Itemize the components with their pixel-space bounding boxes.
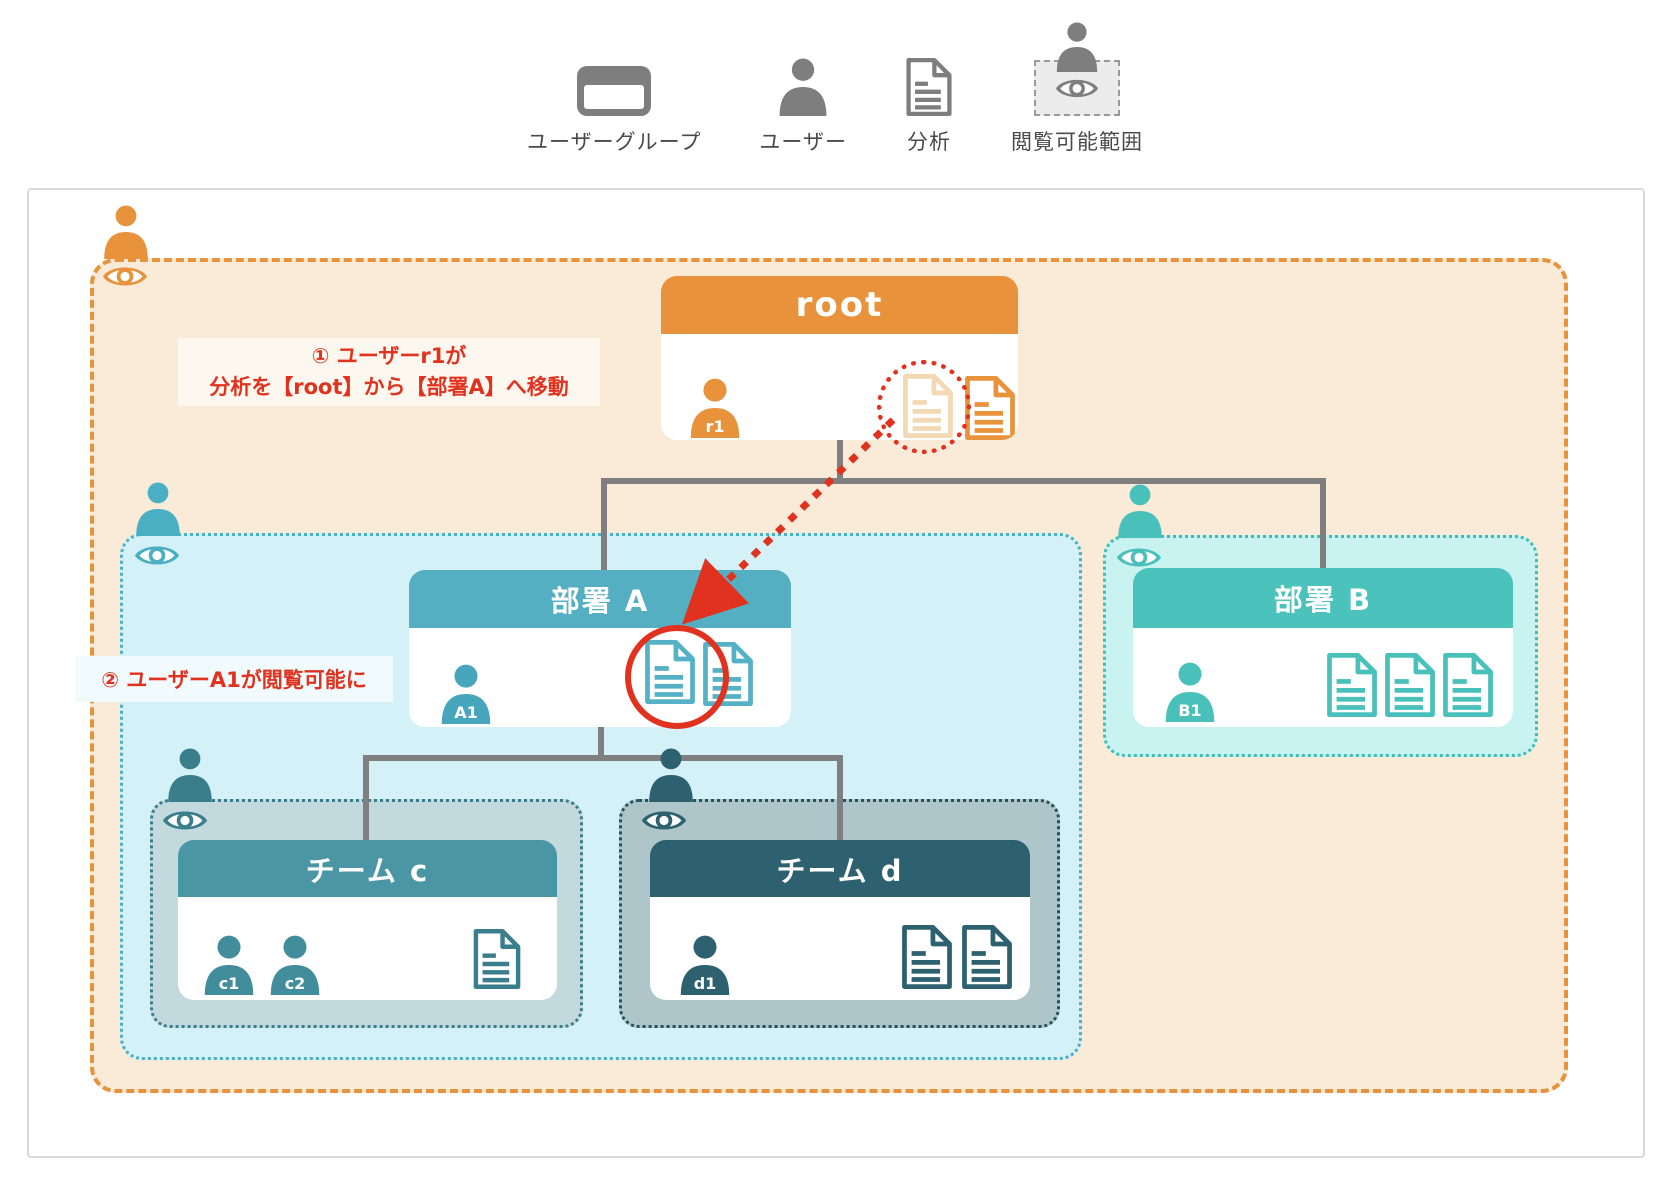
- analysis-doc-icon: [1383, 653, 1437, 717]
- group-body: B1: [1133, 628, 1513, 727]
- user-label: A1: [454, 703, 478, 722]
- team-c-zone-eye-icon: [162, 806, 208, 835]
- connector-dept-a-down: [598, 727, 604, 755]
- eye-icon: [1055, 75, 1099, 102]
- annotation-step1: ① ユーザーr1が 分析を【root】から【部署A】へ移動: [178, 338, 600, 406]
- dept-a-zone-user-icon: [132, 482, 184, 536]
- group-title: 部署 B: [1133, 568, 1513, 628]
- user-label: B1: [1178, 701, 1202, 720]
- group-body: c1 c2: [178, 897, 557, 1000]
- group-title: チーム d: [650, 840, 1030, 897]
- group-card-team-c: チーム c c1 c2: [178, 840, 557, 1000]
- red-dotted-circle-root-doc: [877, 360, 971, 454]
- user-icon: [775, 58, 831, 116]
- user-icon-a1: A1: [437, 664, 495, 724]
- user-icon: [1053, 22, 1101, 72]
- legend-item-user: ユーザー: [759, 58, 847, 156]
- team-d-zone-user-icon: [645, 748, 697, 802]
- analysis-doc-icon: [960, 925, 1014, 989]
- legend-label: ユーザーグループ: [527, 130, 702, 154]
- team-c-zone-user-icon: [164, 748, 216, 802]
- connector-to-dept-b: [1320, 478, 1326, 570]
- dept-b-zone-user-icon: [1114, 484, 1166, 538]
- annotation-step2-text: ② ユーザーA1が閲覧可能に: [101, 668, 367, 692]
- legend-label: 分析: [906, 130, 951, 154]
- user-label: d1: [693, 974, 717, 993]
- move-arrow: [681, 417, 896, 625]
- group-title: チーム c: [178, 840, 557, 897]
- user-icon-r1: r1: [686, 378, 744, 438]
- group-card-dept-b: 部署 B B1: [1133, 568, 1513, 727]
- dept-a-zone-eye-icon: [134, 541, 180, 570]
- connector-to-team-d: [837, 755, 843, 840]
- connector-to-dept-a: [601, 478, 607, 570]
- user-label: c2: [284, 974, 306, 993]
- red-circle-dept-a-doc: [625, 625, 729, 729]
- connector-to-team-c: [363, 755, 369, 840]
- connector-root-down: [837, 440, 843, 478]
- root-zone-eye-icon: [102, 262, 148, 291]
- annotation-step2: ② ユーザーA1が閲覧可能に: [75, 656, 393, 702]
- analysis-doc-icon: [472, 929, 522, 989]
- annotation-step1-line1: ① ユーザーr1が: [311, 344, 467, 368]
- user-label: c1: [218, 974, 240, 993]
- analysis-doc-icon: [900, 925, 954, 989]
- user-icon-b1: B1: [1161, 662, 1219, 722]
- analysis-doc-icon: [1441, 653, 1495, 717]
- group-body: d1: [650, 897, 1030, 1000]
- user-label: r1: [705, 417, 725, 436]
- root-zone-user-icon: [100, 205, 152, 259]
- analysis-doc-icon: [963, 376, 1017, 440]
- legend-item-viewable-range: 閲覧可能範囲: [1011, 22, 1143, 156]
- legend: ユーザーグループ ユーザー 分析 閲覧可能範囲: [0, 22, 1670, 156]
- team-d-zone-eye-icon: [641, 806, 687, 835]
- legend-label: 閲覧可能範囲: [1010, 130, 1143, 154]
- user-icon-c2: c2: [266, 935, 324, 995]
- legend-item-analysis: 分析: [905, 58, 953, 156]
- legend-label: ユーザー: [759, 130, 847, 154]
- legend-item-user-group: ユーザーグループ: [527, 66, 701, 156]
- annotation-step1-line2: 分析を【root】から【部署A】へ移動: [209, 375, 569, 399]
- connector-level1-horizontal: [601, 478, 1326, 484]
- user-icon-d1: d1: [676, 935, 734, 995]
- analysis-icon: [905, 58, 953, 116]
- group-card-team-d: チーム d d1: [650, 840, 1030, 1000]
- connector-level2-horizontal: [363, 755, 843, 761]
- user-group-icon: [577, 66, 652, 116]
- group-title: root: [661, 276, 1018, 334]
- analysis-doc-icon: [1325, 653, 1379, 717]
- user-icon-c1: c1: [200, 935, 258, 995]
